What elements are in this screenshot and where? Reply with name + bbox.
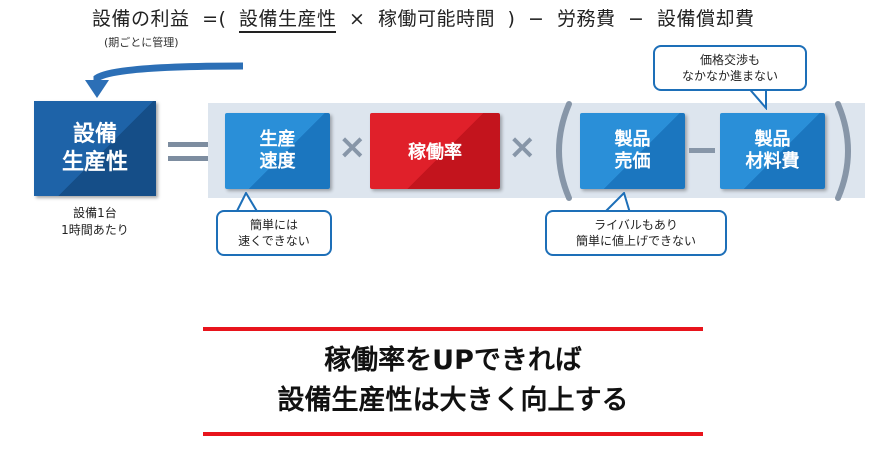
- conclusion-bottom-rule: [203, 432, 703, 436]
- utilization-rate-box: 稼働率: [370, 113, 500, 189]
- formula-minus-2: −: [628, 8, 645, 30]
- note-line2: 1時間あたり: [61, 223, 129, 237]
- equals-sign-top-bar: [168, 142, 210, 147]
- formula-term-available-hours: 稼働可能時間: [377, 8, 495, 30]
- multiply-sign-2: ×: [508, 127, 537, 167]
- callout-negotiation-line2: なかなか進まない: [681, 69, 778, 83]
- callout-speed-limit: 簡単には 速くできない: [216, 210, 332, 256]
- conclusion-text: 稼働率をUPできれば 設備生産性は大きく向上する: [203, 341, 703, 421]
- conclusion-line2: 設備生産性は大きく向上する: [277, 385, 629, 416]
- box-price-line2: 売価: [614, 151, 651, 172]
- curved-down-arrow-icon: [85, 62, 244, 98]
- profit-formula: 設備の利益 =( 設備生産性 × 稼働可能時間 ) − 労務費 − 設備償却費: [92, 4, 755, 33]
- formula-subnote: (期ごとに管理): [104, 36, 179, 49]
- callout-competition-line2: 簡単に値上げできない: [575, 234, 696, 248]
- formula-minus-1: −: [528, 8, 545, 30]
- production-speed-box: 生産 速度: [225, 113, 330, 189]
- equipment-unit-note: 設備1台 1時間あたり: [34, 205, 156, 239]
- box-price-line1: 製品: [614, 129, 651, 150]
- callout-competition: ライバルもあり 簡単に値上げできない: [545, 210, 727, 256]
- box-util-label: 稼働率: [408, 142, 462, 163]
- equipment-productivity-box: 設備 生産性: [34, 101, 156, 196]
- formula-term-labor: 労務費: [556, 8, 616, 30]
- callout-price-negotiation: 価格交渉も なかなか進まない: [653, 45, 807, 91]
- multiply-sign-1: ×: [338, 127, 367, 167]
- formula-term-productivity: 設備生産性: [238, 8, 337, 33]
- formula-eq: =(: [202, 8, 227, 30]
- close-paren-icon: [835, 101, 851, 201]
- formula-times: ×: [349, 8, 366, 30]
- minus-sign: [689, 148, 715, 153]
- callout-speed-line2: 速くできない: [238, 234, 310, 248]
- callout-negotiation-line1: 価格交渉も: [699, 53, 760, 67]
- product-price-box: 製品 売価: [580, 113, 685, 189]
- conclusion-top-rule: [203, 327, 703, 331]
- box-main-line1: 設備: [72, 121, 117, 147]
- callout-competition-line1: ライバルもあり: [594, 218, 678, 232]
- material-cost-box: 製品 材料費: [720, 113, 825, 189]
- note-line1: 設備1台: [73, 206, 117, 220]
- conclusion-line1: 稼働率をUPできれば: [324, 345, 582, 376]
- equals-sign-bottom-bar: [168, 156, 210, 161]
- formula-term-depreciation: 設備償却費: [657, 8, 755, 30]
- box-main-line2: 生産性: [61, 149, 128, 175]
- formula-lhs: 設備の利益: [92, 8, 190, 30]
- formula-close: ): [507, 8, 516, 30]
- box-speed-line2: 速度: [259, 151, 296, 172]
- box-speed-line1: 生産: [259, 129, 296, 150]
- open-paren-icon: [556, 101, 572, 201]
- box-material-line1: 製品: [754, 129, 791, 150]
- box-material-line2: 材料費: [745, 151, 800, 172]
- callout-speed-line1: 簡単には: [249, 218, 298, 232]
